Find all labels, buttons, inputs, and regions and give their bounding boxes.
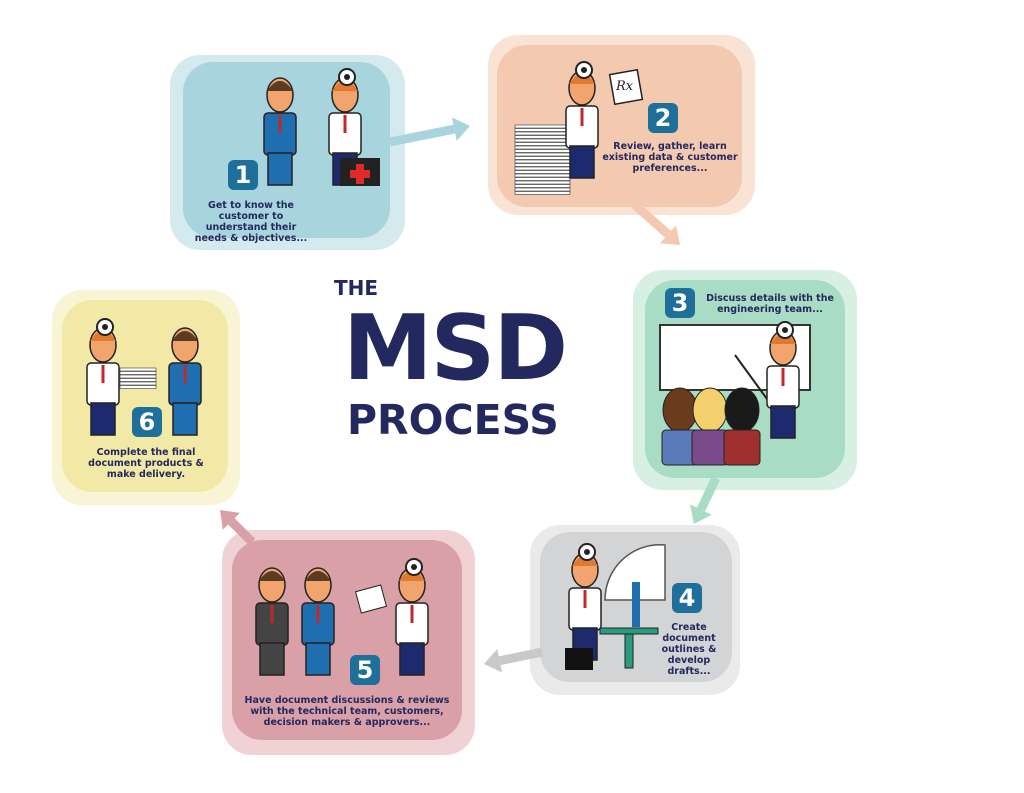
paper-stack xyxy=(514,145,571,150)
audience-head-3 xyxy=(724,387,760,433)
prescription-note xyxy=(608,68,644,106)
step-6-text: Complete the final document products & m… xyxy=(88,447,204,480)
paper-stack xyxy=(514,180,571,185)
paper-stack xyxy=(514,149,571,153)
arrow-2-to-3 xyxy=(632,201,672,238)
paper-stack xyxy=(514,152,571,157)
paper-stack xyxy=(514,138,571,143)
doctor-figure-5-head-mirror-center xyxy=(411,564,417,570)
step-4-text: Create document outlines & develop draft… xyxy=(661,622,717,677)
paper-stack xyxy=(514,173,571,178)
step-4-badge: 4 xyxy=(672,583,702,613)
arrow-3-to-4-head xyxy=(690,504,712,524)
step-3-text: Discuss details with the engineering tea… xyxy=(706,293,834,315)
customer-figure-legs xyxy=(267,152,293,186)
delivered-documents xyxy=(119,374,157,379)
team-member-1-hair xyxy=(259,571,285,581)
arrow-4-to-5 xyxy=(498,647,543,666)
title-the: THE xyxy=(334,276,379,300)
paper-stack xyxy=(514,131,571,136)
audience-head-1 xyxy=(662,387,698,433)
team-member-1-legs xyxy=(259,642,285,676)
paper-stack xyxy=(514,191,571,195)
step-2-badge: 2 xyxy=(648,103,678,133)
paper-stack xyxy=(514,177,571,181)
title-process: PROCESS xyxy=(347,396,559,444)
step-5-badge: 5 xyxy=(350,655,380,685)
paper-stack xyxy=(514,184,571,188)
arrow-4-to-5-head xyxy=(484,649,503,673)
step-5-text: Have document discussions & reviews with… xyxy=(244,695,450,728)
paper-stack xyxy=(514,124,571,129)
step-3-badge: 3 xyxy=(665,288,695,318)
paper-stack xyxy=(514,166,571,171)
step-2-text: Review, gather, learn existing data & cu… xyxy=(602,141,738,174)
prescription-rx-text: Rx xyxy=(615,79,634,94)
delivered-documents xyxy=(119,385,157,389)
audience-head-2 xyxy=(692,387,728,433)
team-member-2-legs xyxy=(305,642,331,676)
doctor-figure-3-head-mirror-center xyxy=(782,327,788,333)
arrow-2-to-3-head xyxy=(660,225,680,245)
team-member-2-hair xyxy=(305,571,331,581)
delivered-documents xyxy=(119,381,157,386)
desk-top xyxy=(599,627,659,635)
doctor-figure-1-head-mirror-center xyxy=(344,74,350,80)
delivered-documents xyxy=(119,371,157,375)
paper-stack xyxy=(514,170,571,174)
paper-stack xyxy=(514,163,571,167)
delivered-documents xyxy=(119,367,157,372)
doctor-figure-6-head-mirror-center xyxy=(102,324,108,330)
arrow-1-to-2 xyxy=(389,124,456,147)
paper-stack xyxy=(514,142,571,146)
customer-figure-hair xyxy=(267,81,293,91)
doctor-figure-6-legs xyxy=(90,402,116,436)
paper-stack xyxy=(514,187,571,192)
paper-stack xyxy=(514,159,571,164)
paper-stack xyxy=(514,135,571,139)
desk-leg xyxy=(624,633,634,669)
red-cross-icon xyxy=(350,164,370,184)
office-chair xyxy=(565,648,593,670)
recipient-figure-legs xyxy=(172,402,198,436)
recipient-figure-hair xyxy=(172,331,198,341)
audience-chair-2 xyxy=(691,429,729,466)
doctor-figure-5-legs xyxy=(399,642,425,676)
delivered-documents xyxy=(119,378,157,382)
step-6-badge: 6 xyxy=(132,407,162,437)
doctor-figure-2-head-mirror-center xyxy=(581,67,587,73)
title-msd: MSD xyxy=(343,296,568,401)
doctor-figure-4-head-mirror-center xyxy=(584,549,590,555)
arrow-5-to-6 xyxy=(228,518,256,546)
audience-chair-3 xyxy=(723,429,761,466)
arrow-3-to-4 xyxy=(696,476,721,512)
doctor-figure-2-legs xyxy=(569,145,595,179)
arrow-1-to-2-head xyxy=(451,117,470,141)
step-1-badge: 1 xyxy=(228,160,258,190)
paper-stack xyxy=(514,156,571,160)
step-1-text: Get to know the customer to understand t… xyxy=(194,200,308,244)
computer-monitor xyxy=(632,582,640,627)
pie-chart-graphic xyxy=(604,544,666,601)
doctor-figure-3-legs xyxy=(770,405,796,439)
paper-stack xyxy=(514,128,571,132)
document-paper xyxy=(354,584,388,614)
arrow-5-to-6-head xyxy=(220,510,240,530)
